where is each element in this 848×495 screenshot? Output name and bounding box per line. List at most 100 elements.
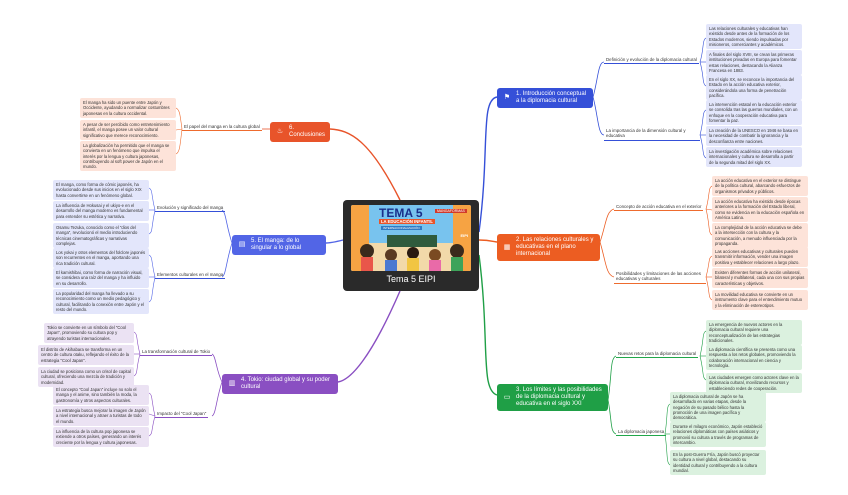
fire-icon: ♨ — [276, 128, 284, 135]
leaf-2-2-2[interactable]: Existen diferentes formas de acción unil… — [712, 268, 808, 288]
leaf-3-1-1[interactable]: La emergencia de nuevos actores en la di… — [706, 320, 802, 346]
topic-cover-image: TEMA 5 LA EDUCACIÓN INFANTIL MANGAFORMAS… — [351, 205, 471, 271]
leaf-text: El distrito de Akihabara se transforma e… — [41, 347, 129, 363]
leaf-text: A pesar de ser percibido como entretenim… — [83, 122, 170, 138]
subtopic-2-1[interactable]: Concepto de acción educativa en el exter… — [614, 204, 704, 212]
topic-2[interactable]: ▦ 2. Las relaciones culturales y educati… — [497, 234, 600, 261]
leaf-1-1-2[interactable]: A finales del siglo XVIII, se crean las … — [706, 50, 802, 76]
leaf-2-2-1[interactable]: Las acciones educativas y culturales pue… — [712, 247, 808, 267]
topic-3[interactable]: ▭ 3. Los límites y las posibilidades de … — [497, 384, 608, 411]
leaf-text: La influencia de la cultura pop japonesa… — [56, 429, 142, 445]
leaf-4-1-2[interactable]: El distrito de Akihabara se transforma e… — [38, 345, 134, 365]
flag-icon: ⚑ — [503, 94, 511, 101]
leaf-text: La diplomacia cultural de Japón se ha de… — [673, 394, 747, 421]
leaf-text: Los yokai y otros elementos del folclore… — [56, 250, 146, 266]
leaf-4-2-1[interactable]: El concepto "Cool Japan" incluye no solo… — [53, 385, 149, 405]
leaf-1-2-1[interactable]: La intervención estatal en la educación … — [706, 100, 802, 126]
leaf-2-1-1[interactable]: La acción educativa en el exterior se di… — [712, 176, 808, 196]
leaf-5-1-1[interactable]: El manga, como forma de cómic japonés, h… — [53, 180, 149, 200]
leaf-text: La acción educativa ha existido desde ép… — [715, 199, 805, 220]
subtopic-1-1-label: Definición y evolución de la diplomacia … — [606, 57, 697, 62]
image-tag-secondary: INTERNACIONALIZACIÓN — [381, 226, 422, 230]
leaf-3-1-2[interactable]: La diplomacia científica se presenta com… — [706, 345, 802, 371]
image-tag: MANGAFORMAS — [435, 209, 467, 213]
leaf-text: La emergencia de nuevos actores en la di… — [709, 322, 783, 343]
leaf-text: La influencia de Hokusai y el ukiyo-e en… — [56, 203, 143, 219]
topic-3-title: 3. Los límites y las posibilidades de la… — [516, 387, 602, 407]
leaf-4-2-3[interactable]: La influencia de la cultura pop japonesa… — [53, 427, 149, 447]
topic-2-title: 2. Las relaciones culturales y educativa… — [516, 237, 594, 257]
leaf-text: La intervención estatal en la educación … — [709, 102, 798, 123]
leaf-1-2-3[interactable]: La investigación académica sobre relacio… — [706, 147, 802, 167]
leaf-5-1-3[interactable]: Osamu Tezuka, conocido como el "dios del… — [53, 223, 149, 249]
subtopic-1-2-label: La importancia de la dimensión cultural … — [606, 128, 686, 139]
leaf-text: La movilidad educativa se convierte en u… — [715, 292, 803, 308]
leaf-text: Las ciudades emergen como actores clave … — [709, 375, 799, 391]
leaf-text: Tokio se convierte en un símbolo del "Co… — [47, 325, 126, 341]
subtopic-6-1[interactable]: El papel del manga en la cultura global — [182, 124, 262, 132]
subtopic-3-2-label: La diplomacia japonesa — [618, 429, 665, 434]
subtopic-5-1-label: Evolución y significado del manga — [157, 205, 224, 210]
topic-6-title: 6. Conclusiones — [289, 125, 326, 138]
subtopic-4-2[interactable]: Impacto del "Cool Japan" — [155, 411, 209, 419]
subtopic-5-2[interactable]: Elementos culturales en el manga — [155, 272, 226, 280]
leaf-4-1-1[interactable]: Tokio se convierte en un símbolo del "Co… — [44, 323, 134, 343]
leaf-3-1-3[interactable]: Las ciudades emergen como actores clave … — [706, 373, 802, 393]
leaf-1-1-3[interactable]: En el siglo XX, se reconoce la importanc… — [706, 75, 802, 101]
subtopic-1-1[interactable]: Definición y evolución de la diplomacia … — [604, 57, 699, 65]
leaf-text: En la post-Guerra Fría, Japón buscó proy… — [673, 452, 760, 473]
subtopic-5-1[interactable]: Evolución y significado del manga — [155, 205, 226, 213]
leaf-3-2-3[interactable]: En la post-Guerra Fría, Japón buscó proy… — [670, 450, 766, 476]
topic-5[interactable]: ▤ 5. El manga: de lo singular a lo globa… — [232, 235, 326, 255]
leaf-2-2-3[interactable]: La movilidad educativa se convierte en u… — [712, 290, 808, 310]
subtopic-1-2[interactable]: La importancia de la dimensión cultural … — [604, 128, 700, 141]
topic-4[interactable]: ▥ 4. Tokio: ciudad global y su poder cul… — [222, 374, 338, 394]
leaf-text: Existen diferentes formas de acción unil… — [715, 270, 805, 286]
leaf-6-1-3[interactable]: La globalización ha permitido que el man… — [80, 141, 176, 172]
leaf-3-2-2[interactable]: Durante el milagro económico, Japón esta… — [670, 422, 766, 448]
subtopic-2-2[interactable]: Posibilidades y limitaciones de las acci… — [614, 271, 706, 284]
leaf-6-1-1[interactable]: El manga ha sido un puente entre Japón y… — [80, 98, 176, 118]
screen-icon: ▭ — [503, 393, 511, 401]
topic-6[interactable]: ♨ 6. Conclusiones — [270, 122, 330, 142]
subtopic-5-2-label: Elementos culturales en el manga — [157, 272, 224, 277]
subtopic-6-1-label: El papel del manga en la cultura global — [184, 124, 260, 129]
leaf-text: A finales del siglo XVIII, se crean las … — [709, 52, 797, 73]
image-subtitle: LA EDUCACIÓN INFANTIL — [379, 219, 435, 224]
leaf-5-2-3[interactable]: La popularidad del manga ha llevado a su… — [53, 289, 149, 315]
image-title: TEMA 5 — [379, 206, 423, 220]
leaf-text: La diplomacia científica se presenta com… — [709, 347, 796, 368]
leaf-text: La acción educativa en el exterior se di… — [715, 178, 801, 194]
leaf-text: La globalización ha permitido que el man… — [83, 143, 170, 170]
leaf-text: La investigación académica sobre relacio… — [709, 149, 794, 165]
leaf-text: El concepto "Cool Japan" incluye no solo… — [56, 387, 137, 403]
leaf-2-1-2[interactable]: La acción educativa ha existido desde ép… — [712, 197, 808, 223]
leaf-5-2-1[interactable]: Los yokai y otros elementos del folclore… — [53, 248, 149, 268]
topic-1[interactable]: ⚑ 1. Introducción conceptual a la diplom… — [497, 88, 593, 108]
topic-4-title: 4. Tokio: ciudad global y su poder cultu… — [241, 377, 330, 390]
leaf-text: En el siglo XX, se reconoce la importanc… — [709, 77, 795, 98]
leaf-text: La popularidad del manga ha llevado a su… — [56, 291, 144, 312]
topic-5-title: 5. El manga: de lo singular a lo global — [251, 238, 302, 251]
leaf-4-1-3[interactable]: La ciudad se posiciona como un crisol de… — [38, 367, 134, 387]
subtopic-3-2[interactable]: La diplomacia japonesa — [616, 429, 667, 437]
central-topic[interactable]: TEMA 5 LA EDUCACIÓN INFANTIL MANGAFORMAS… — [343, 200, 479, 291]
leaf-5-1-2[interactable]: La influencia de Hokusai y el ukiyo-e en… — [53, 201, 149, 221]
leaf-text: La ciudad se posiciona como un crisol de… — [41, 369, 131, 385]
subtopic-3-1[interactable]: Nuevas retos para la diplomacia cultural — [616, 351, 699, 359]
subtopic-4-1[interactable]: La transformación cultural de Tokio — [140, 349, 213, 357]
leaf-2-1-3[interactable]: La complejidad de la acción educativa se… — [712, 223, 808, 249]
subtopic-2-2-label: Posibilidades y limitaciones de las acci… — [616, 271, 701, 282]
chart-icon: ▦ — [503, 243, 511, 251]
leaf-3-2-1[interactable]: La diplomacia cultural de Japón se ha de… — [670, 392, 766, 423]
leaf-text: Las relaciones culturales y educativas h… — [709, 26, 790, 47]
subtopic-3-1-label: Nuevas retos para la diplomacia cultural — [618, 351, 697, 356]
classroom-illustration — [351, 205, 471, 271]
leaf-6-1-2[interactable]: A pesar de ser percibido como entretenim… — [80, 120, 176, 140]
leaf-4-2-2[interactable]: La estrategia busca mejorar la imagen de… — [53, 406, 149, 426]
leaf-1-1-1[interactable]: Las relaciones culturales y educativas h… — [706, 24, 802, 50]
leaf-1-2-2[interactable]: La creación de la UNESCO en 1946 se basa… — [706, 126, 802, 146]
leaf-5-2-2[interactable]: El kamishibai, como forma de narración v… — [53, 268, 149, 288]
